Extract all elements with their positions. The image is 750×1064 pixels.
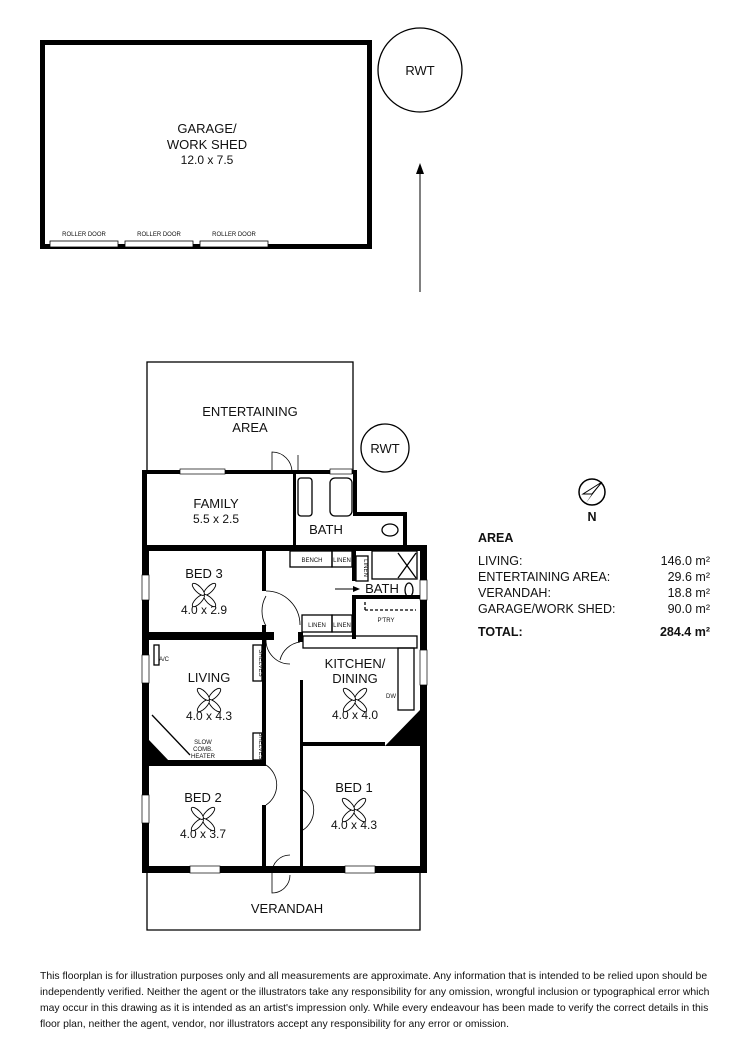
heater-label: HEATER xyxy=(191,754,216,760)
room-label: LIVING xyxy=(188,670,231,685)
room-label: BED 1 xyxy=(335,780,373,795)
bath-fixtures xyxy=(297,477,418,598)
room-label: ENTERTAINING xyxy=(202,404,298,419)
room-label: KITCHEN/ xyxy=(325,656,386,671)
garage-title: WORK SHED xyxy=(167,137,247,152)
ceiling-fan-icon xyxy=(341,797,367,823)
heater-label: COMB. xyxy=(193,747,213,753)
roller-door-label: ROLLER DOOR xyxy=(137,232,181,238)
room-label: FAMILY xyxy=(193,496,239,511)
linen-label: LINEN xyxy=(362,559,368,577)
area-row-label: VERANDAH: xyxy=(478,586,551,600)
house-walls xyxy=(142,470,427,873)
rwt-label: RWT xyxy=(405,63,434,78)
storage-fixtures xyxy=(151,550,418,761)
room-dims: 4.0 x 4.3 xyxy=(331,818,377,832)
rwt-label: RWT xyxy=(370,441,399,456)
linen-label: LINEN xyxy=(308,623,326,629)
room-label: BATH xyxy=(309,522,343,537)
pantry-label: P'TRY xyxy=(377,618,394,624)
area-table: AREA LIVING: 146.0 m² ENTERTAINING AREA:… xyxy=(478,531,710,639)
room-dims: 4.0 x 2.9 xyxy=(181,603,227,617)
windows xyxy=(141,468,428,874)
shelves-label: SHELVES xyxy=(257,732,263,759)
room-dims: 4.0 x 4.0 xyxy=(332,708,378,722)
verandah xyxy=(146,873,421,931)
area-row-value: 146.0 m² xyxy=(661,554,710,568)
area-row-label: ENTERTAINING AREA: xyxy=(478,570,610,584)
disclaimer-text: This floorplan is for illustration purpo… xyxy=(40,971,710,1030)
ac-label: A/C xyxy=(159,657,170,663)
roller-door-label: ROLLER DOOR xyxy=(212,232,256,238)
ceiling-fan-icon xyxy=(191,582,217,608)
heater-label: SLOW xyxy=(194,740,212,746)
dishwasher-label: DW xyxy=(386,694,396,700)
arrow-icon xyxy=(416,163,424,292)
room-dims: 5.5 x 2.5 xyxy=(193,512,239,526)
area-row-label: LIVING: xyxy=(478,554,522,568)
ceiling-fan-icon xyxy=(196,687,222,713)
area-row-label: GARAGE/WORK SHED: xyxy=(478,602,616,616)
doors xyxy=(261,451,315,894)
arrow-icon xyxy=(335,586,360,592)
area-row-value: 18.8 m² xyxy=(668,586,710,600)
bench-label: BENCH xyxy=(301,558,322,564)
north-compass-icon xyxy=(578,478,606,506)
ceiling-fan-icon xyxy=(342,687,368,713)
linen-label: LINEN xyxy=(333,623,351,629)
room-dims: 4.0 x 4.3 xyxy=(186,709,232,723)
area-row-value: 90.0 m² xyxy=(668,602,710,616)
area-heading: AREA xyxy=(478,531,513,545)
room-label: BED 2 xyxy=(184,790,222,805)
room-label: VERANDAH xyxy=(251,901,323,916)
north-label: N xyxy=(587,510,596,524)
room-dims: 4.0 x 3.7 xyxy=(180,827,226,841)
rainwater-tank xyxy=(377,27,463,113)
room-label: BATH xyxy=(365,581,399,596)
garage: ROLLER DOOR ROLLER DOOR ROLLER DOOR GARA… xyxy=(40,40,372,249)
roller-door-label: ROLLER DOOR xyxy=(62,232,106,238)
shelves-label: SHELVES xyxy=(257,649,263,676)
garage-dims: 12.0 x 7.5 xyxy=(181,153,234,167)
ceiling-fan-icon xyxy=(190,806,216,832)
room-label: AREA xyxy=(232,420,268,435)
room-label: DINING xyxy=(332,671,378,686)
area-total-label: TOTAL: xyxy=(478,625,523,639)
garage-title: GARAGE/ xyxy=(177,121,237,136)
linen-label: LINEN xyxy=(333,558,351,564)
room-label: BED 3 xyxy=(185,566,223,581)
rainwater-tank xyxy=(360,423,410,473)
area-total-value: 284.4 m² xyxy=(660,625,710,639)
area-row-value: 29.6 m² xyxy=(668,570,710,584)
